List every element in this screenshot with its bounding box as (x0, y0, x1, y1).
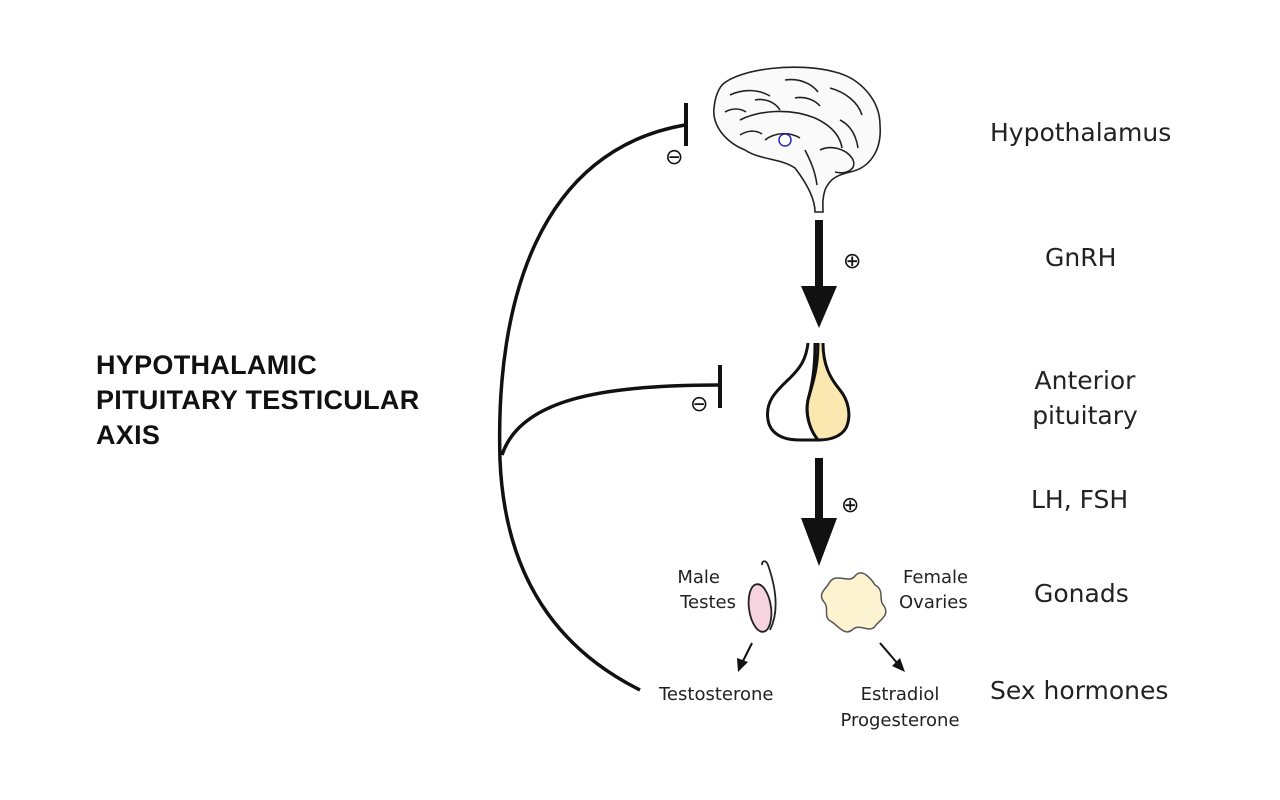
label-lh-fsh: LH, FSH (1031, 485, 1129, 514)
label-sex-hormones: Sex hormones (990, 676, 1169, 705)
label-anterior: Anterior (1034, 366, 1136, 395)
testosterone-arrow (737, 642, 753, 672)
title-line-1: HYPOTHALAMIC (96, 350, 318, 380)
label-testes: Testes (680, 592, 736, 613)
label-gnrh: GnRH (1045, 243, 1117, 272)
feedback-line-pituitary (500, 383, 719, 456)
label-pituitary: pituitary (1032, 401, 1138, 430)
title-line-2: PITUITARY TESTICULAR (96, 385, 420, 415)
brain-icon (713, 66, 881, 213)
title-line-3: AXIS (96, 420, 161, 450)
testis-icon (747, 560, 777, 633)
label-hypothalamus: Hypothalamus (990, 118, 1172, 147)
label-male: Male (677, 567, 720, 588)
diagram-title: HYPOTHALAMIC PITUITARY TESTICULAR AXIS (96, 348, 420, 453)
stimulation-arrow-lh-fsh (801, 458, 837, 566)
label-gonads: Gonads (1034, 579, 1129, 608)
label-ovaries: Ovaries (899, 592, 968, 613)
estradiol-arrow (879, 642, 905, 672)
negative-sign-pituitary: ⊖ (690, 392, 708, 417)
ovary-icon (820, 572, 887, 633)
label-estradiol: Estradiol (860, 684, 940, 705)
pituitary-icon (765, 342, 851, 442)
label-female: Female (903, 567, 969, 588)
negative-sign-hypothalamus: ⊖ (665, 145, 683, 170)
label-progesterone: Progesterone (840, 710, 960, 731)
label-testosterone: Testosterone (659, 684, 774, 705)
stimulation-arrow-gnrh (801, 220, 837, 328)
feedback-line-hypothalamus (497, 123, 686, 692)
positive-sign-lh-fsh: ⊕ (841, 493, 859, 518)
positive-sign-gnrh: ⊕ (843, 249, 861, 274)
